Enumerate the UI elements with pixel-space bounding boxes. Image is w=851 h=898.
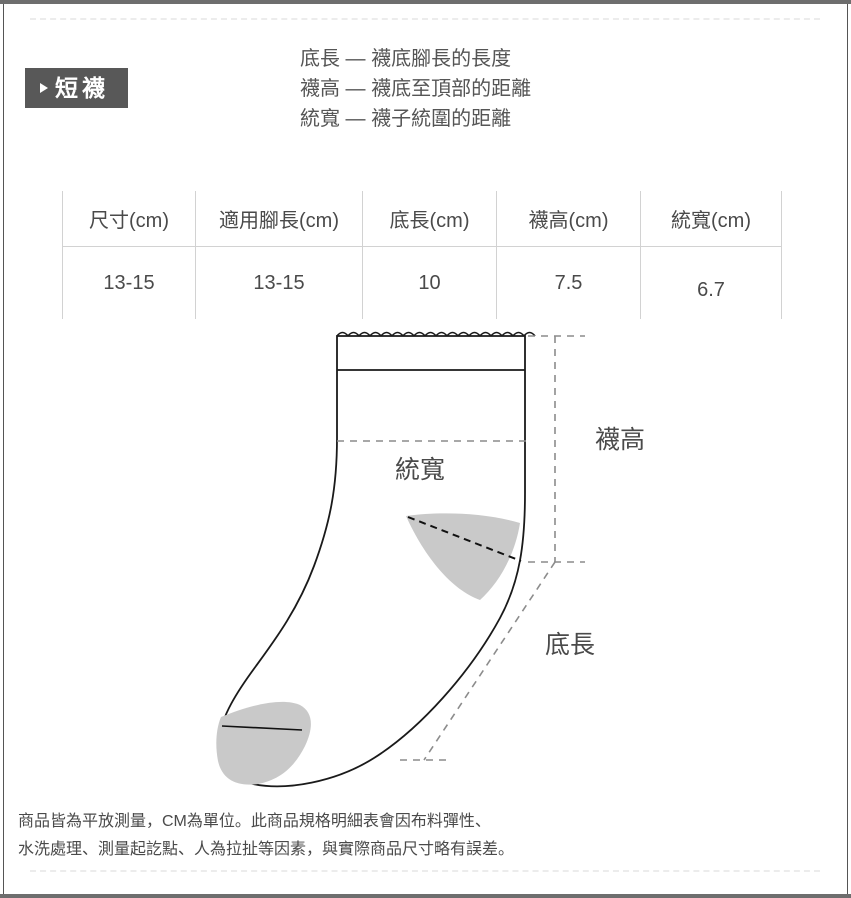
heel-seam-line <box>407 516 522 562</box>
frame-left-border <box>3 4 4 894</box>
category-badge-label: 短襪 <box>55 74 109 101</box>
footnote-line-2: 水洗處理、測量起訖點、人為拉扯等因素，與實際商品尺寸略有誤差。 <box>18 841 515 858</box>
legend-line-sock-height: 襪高 — 襪底至頂部的距離 <box>300 78 532 100</box>
cell-sock-height: 7.5 <box>496 246 641 319</box>
frame-top-bar <box>0 0 851 4</box>
frame-right-border <box>847 4 848 894</box>
cell-foot-length: 10 <box>362 246 497 319</box>
sock-height-label: 襪高 <box>595 426 645 454</box>
cell-cuff-width: 6.7 <box>640 246 782 319</box>
column-header-size: 尺寸(cm) <box>62 191 196 247</box>
dashed-rule-top <box>30 18 820 20</box>
footnote-line-1: 商品皆為平放測量，CM為單位。此商品規格明細表會因布料彈性、 <box>18 813 491 830</box>
heel-panel <box>406 513 520 600</box>
cell-foot-fit: 13-15 <box>195 246 363 319</box>
frame-bottom-bar <box>0 894 851 898</box>
column-header-foot-length: 底長(cm) <box>362 191 497 247</box>
category-badge: 短襪 <box>25 68 128 108</box>
table-header-row: 尺寸(cm) 適用腳長(cm) 底長(cm) 襪高(cm) 統寬(cm) <box>62 191 782 247</box>
column-header-foot-fit: 適用腳長(cm) <box>195 191 363 247</box>
legend-line-cuff-width: 統寬 — 襪子統圍的距離 <box>300 108 512 130</box>
cuff-width-label: 統寬 <box>395 456 445 484</box>
size-spec-table: 尺寸(cm) 適用腳長(cm) 底長(cm) 襪高(cm) 統寬(cm) 13-… <box>62 191 782 319</box>
toe-seam-line <box>221 725 303 731</box>
column-header-cuff-width: 統寬(cm) <box>640 191 782 247</box>
toe-panel <box>216 701 311 785</box>
dashed-rule-bottom <box>30 870 820 872</box>
measurement-footnote: 商品皆為平放測量，CM為單位。此商品規格明細表會因布料彈性、 水洗處理、測量起訖… <box>18 808 718 864</box>
foot-length-label: 底長 <box>545 631 595 659</box>
foot-length-guide <box>423 561 556 761</box>
column-header-sock-height: 襪高(cm) <box>496 191 641 247</box>
legend-line-foot-length: 底長 — 襪底腳長的長度 <box>300 48 512 70</box>
measurement-legend: 底長 — 襪底腳長的長度 襪高 — 襪底至頂部的距離 統寬 — 襪子統圍的距離 <box>300 44 630 134</box>
caret-right-icon <box>40 83 48 93</box>
table-row: 13-15 13-15 10 7.5 6.7 <box>62 246 782 319</box>
cell-size: 13-15 <box>62 246 196 319</box>
sock-diagram: 統寬 襪高 底長 <box>0 318 851 788</box>
